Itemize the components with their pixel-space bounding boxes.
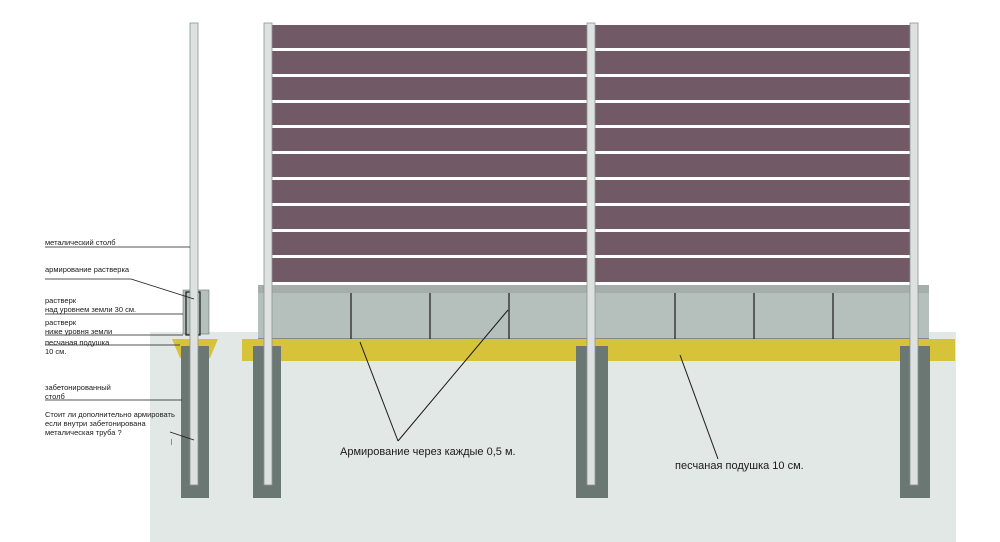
leader-sand-cushion [679, 354, 719, 460]
rebar-tick-icon: — [169, 439, 175, 445]
label-concreted-post-1: забетонированный [45, 383, 111, 392]
label-sand-cushion-1: песчаная подушка [45, 338, 110, 347]
label-question-2: если внутри забетонирована [45, 419, 146, 428]
label-grillage-above-2: над уровнем земли 30 см. [45, 305, 137, 314]
metal-posts [189, 22, 919, 486]
leader-grillage-reinforcement-d [130, 278, 195, 300]
label-metal-post: металический столб [45, 238, 116, 247]
label-sand-cushion-main: песчаная подушка 10 см. [675, 460, 804, 472]
label-question-1: Стоит ли дополнительно армировать [45, 410, 175, 419]
label-grillage-below-2: ниже уровня земли [45, 327, 113, 336]
metal-post [586, 22, 596, 486]
ground-area [150, 332, 956, 542]
label-concreted-post-2: столб [45, 392, 65, 401]
leader-question [169, 431, 195, 441]
metal-post [263, 22, 273, 486]
metal-post [909, 22, 919, 486]
reinforcement-leaders [359, 309, 719, 460]
label-question-3: металическая труба ? [45, 428, 122, 437]
annotation-leaders: — [45, 246, 195, 445]
metal-post [189, 22, 199, 486]
label-reinforcement-spacing: Армирование через каждые 0,5 м. [340, 446, 516, 458]
label-sand-cushion-2: 10 см. [45, 347, 67, 356]
grillage-dividers [350, 293, 834, 339]
label-grillage-above-1: растверк [45, 296, 77, 305]
label-grillage-below-1: растверк [45, 318, 77, 327]
leader-reinforcement-1 [359, 341, 399, 442]
label-grillage-reinforcement: армирование растверка [45, 265, 130, 274]
leader-reinforcement-2 [397, 309, 509, 442]
